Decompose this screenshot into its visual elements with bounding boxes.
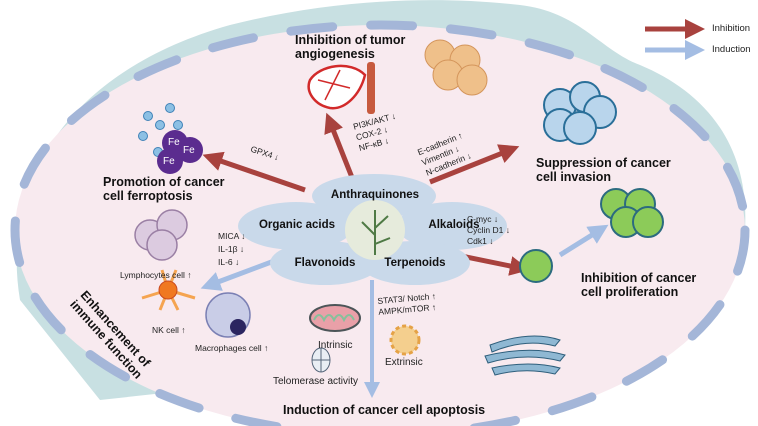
angiogenesis-title-line1: Inhibition of tumor: [295, 33, 406, 47]
petal-label-alkaloids: Alkaloids: [428, 219, 480, 231]
invasion-title-line1: Suppression of cancer: [536, 156, 671, 170]
angiogenesis-title: Inhibition of tumor angiogenesis: [295, 33, 405, 61]
nk-cell-label: NK cell ↑: [152, 325, 186, 335]
tumor-cell-cluster-icon: [424, 39, 488, 96]
intrinsic-label: Intrinsic: [318, 340, 353, 351]
telomerase-label: Telomerase activity: [273, 376, 359, 387]
arrow-invasion: [429, 144, 520, 185]
invasion-title-line2: cell invasion: [536, 170, 612, 184]
angiogenesis-title-line2: angiogenesis: [295, 47, 375, 61]
proliferation-markers: C-myc ↓ Cyclin D1 ↓ Cdk1 ↓: [467, 214, 510, 247]
petal-label-flavonoids: Flavonoids: [294, 257, 356, 269]
ferroptosis-title: Promotion of cancer cell ferroptosis: [103, 175, 225, 203]
marker-il-6: IL-6 ↓: [218, 257, 240, 267]
fe-label-3: Fe: [163, 156, 175, 167]
proliferating-cells-icon: [519, 188, 664, 283]
fe-label-1: Fe: [168, 137, 180, 148]
legend-inhibition-label: Inhibition: [712, 23, 751, 34]
invasive-cancer-cells-icon: [543, 81, 617, 145]
macrophage-icon: [205, 292, 251, 338]
apoptotic-cell-icon: [389, 324, 421, 356]
petal-alkaloids: [397, 202, 507, 250]
lymphocytes-icon: [134, 209, 188, 261]
legend-induction-label: Induction: [712, 44, 751, 55]
petal-organic-acids: [238, 202, 354, 250]
petal-flavonoids: [270, 241, 380, 285]
proliferation-title: Inhibition of cancer cell proliferation: [581, 271, 696, 299]
inner-cell-dashed-border: [10, 20, 750, 426]
compound-flower: [238, 174, 507, 285]
petal-anthraquinones: [312, 174, 436, 218]
nk-cell-icon: [141, 269, 196, 311]
macrophages-label: Macrophages cell ↑: [195, 343, 269, 353]
ferroptosis-title-line1: Promotion of cancer: [103, 175, 225, 189]
telomerase-icon: [311, 347, 331, 373]
arrow-angiogenesis: [324, 112, 356, 181]
petal-label-organic-acids: Organic acids: [258, 219, 336, 231]
invasion-title: Suppression of cancer cell invasion: [536, 156, 671, 184]
marker-cdk1: Cdk1 ↓: [467, 236, 494, 246]
arrow-ferroptosis: [202, 151, 306, 193]
marker-mica: MICA ↓: [218, 231, 246, 241]
extrinsic-label: Extrinsic: [385, 357, 423, 368]
lymphocytes-label: Lymphocytes cell ↑: [120, 270, 192, 280]
arrow-proliferation-cell: [558, 224, 609, 258]
marker-cyclin-d1: Cyclin D1 ↓: [467, 225, 510, 235]
apoptosis-title: Induction of cancer cell apoptosis: [283, 403, 486, 417]
golgi-apparatus-icon: [484, 335, 566, 376]
iron-ions-icon: [138, 103, 203, 174]
mitochondria-icon: [309, 304, 361, 332]
proliferation-title-line1: Inhibition of cancer: [581, 271, 697, 285]
petal-label-anthraquinones: Anthraquinones: [330, 189, 420, 201]
marker-c-myc: C-myc ↓: [467, 214, 499, 224]
immune-markers: MICA ↓ IL-1β ↓ IL-6 ↓: [218, 230, 245, 269]
petal-label-terpenoids: Terpenoids: [384, 257, 446, 269]
blood-vessel-icon: [307, 62, 375, 114]
ferroptosis-title-line2: cell ferroptosis: [103, 189, 193, 203]
inhibition-arrows: [202, 112, 530, 276]
fe-label-2: Fe: [183, 145, 195, 156]
proliferation-title-line2: cell proliferation: [581, 285, 679, 299]
marker-il-1b: IL-1β ↓: [218, 244, 245, 254]
